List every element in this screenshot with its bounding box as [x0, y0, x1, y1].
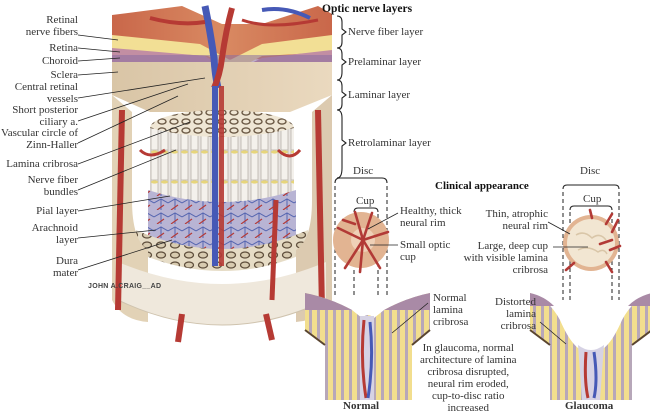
label-nerve-fiber-bundles: Nerve fiber bundles: [27, 174, 78, 198]
label-central-retinal-vessels: Central retinal vessels: [14, 81, 78, 105]
normal-cup-label: Cup: [356, 195, 375, 207]
label-pial-layer: Pial layer: [36, 205, 78, 217]
clinical-appearance-title: Clinical appearance: [435, 180, 529, 192]
layer-braces: [336, 15, 347, 179]
optic-nerve-layers-title: Optic nerve layers: [322, 3, 413, 15]
label-dura-mater: Dura mater: [52, 255, 78, 279]
label-prelaminar-layer: Prelaminar layer: [348, 56, 421, 68]
label-normal-lamina-cribrosa: Normal lamina cribrosa: [433, 292, 469, 328]
label-lamina-cribrosa: Lamina cribrosa: [6, 158, 78, 170]
label-laminar-layer: Laminar layer: [348, 89, 410, 101]
optic-nerve-block: [112, 5, 332, 343]
label-thin-atrophic-neural-rim: Thin, atrophic neural rim: [485, 208, 548, 232]
glaucoma-caption: Glaucoma: [565, 400, 614, 412]
label-distorted-lamina-cribrosa: Distorted lamina cribrosa: [495, 296, 536, 332]
label-short-posterior-ciliary: Short posterior ciliary a.: [12, 104, 78, 128]
label-retrolaminar-layer: Retrolaminar layer: [348, 137, 431, 149]
label-small-optic-cup: Small optic cup: [400, 239, 451, 263]
label-arachnoid-layer: Arachnoid layer: [31, 222, 78, 246]
label-retina: Retina: [49, 42, 78, 54]
label-large-deep-cup: Large, deep cup with visible lamina crib…: [463, 240, 548, 276]
label-nerve-fiber-layer: Nerve fiber layer: [348, 26, 424, 38]
artist-signature: JOHN A.CRAIG__AD: [88, 283, 162, 290]
label-healthy-neural-rim: Healthy, thick neural rim: [400, 205, 462, 229]
label-sclera: Sclera: [50, 69, 78, 81]
normal-disc-label: Disc: [353, 165, 374, 177]
glaucoma-cup-label: Cup: [583, 193, 602, 205]
glaucoma-disc-diagram: [547, 184, 622, 300]
leader-lines: [77, 34, 206, 271]
glaucoma-note: In glaucoma, normal architecture of lami…: [420, 342, 517, 414]
normal-cross-section: [304, 293, 431, 400]
normal-caption: Normal: [343, 400, 380, 412]
label-choroid: Choroid: [41, 55, 78, 67]
glaucoma-cross-section: [529, 293, 650, 400]
label-vascular-circle: Vascular circle of Zinn-Haller: [1, 127, 78, 151]
normal-disc-diagram: [333, 177, 399, 298]
label-retinal-nerve-fibers: Retinal nerve fibers: [25, 14, 78, 38]
glaucoma-disc-label: Disc: [580, 165, 601, 177]
